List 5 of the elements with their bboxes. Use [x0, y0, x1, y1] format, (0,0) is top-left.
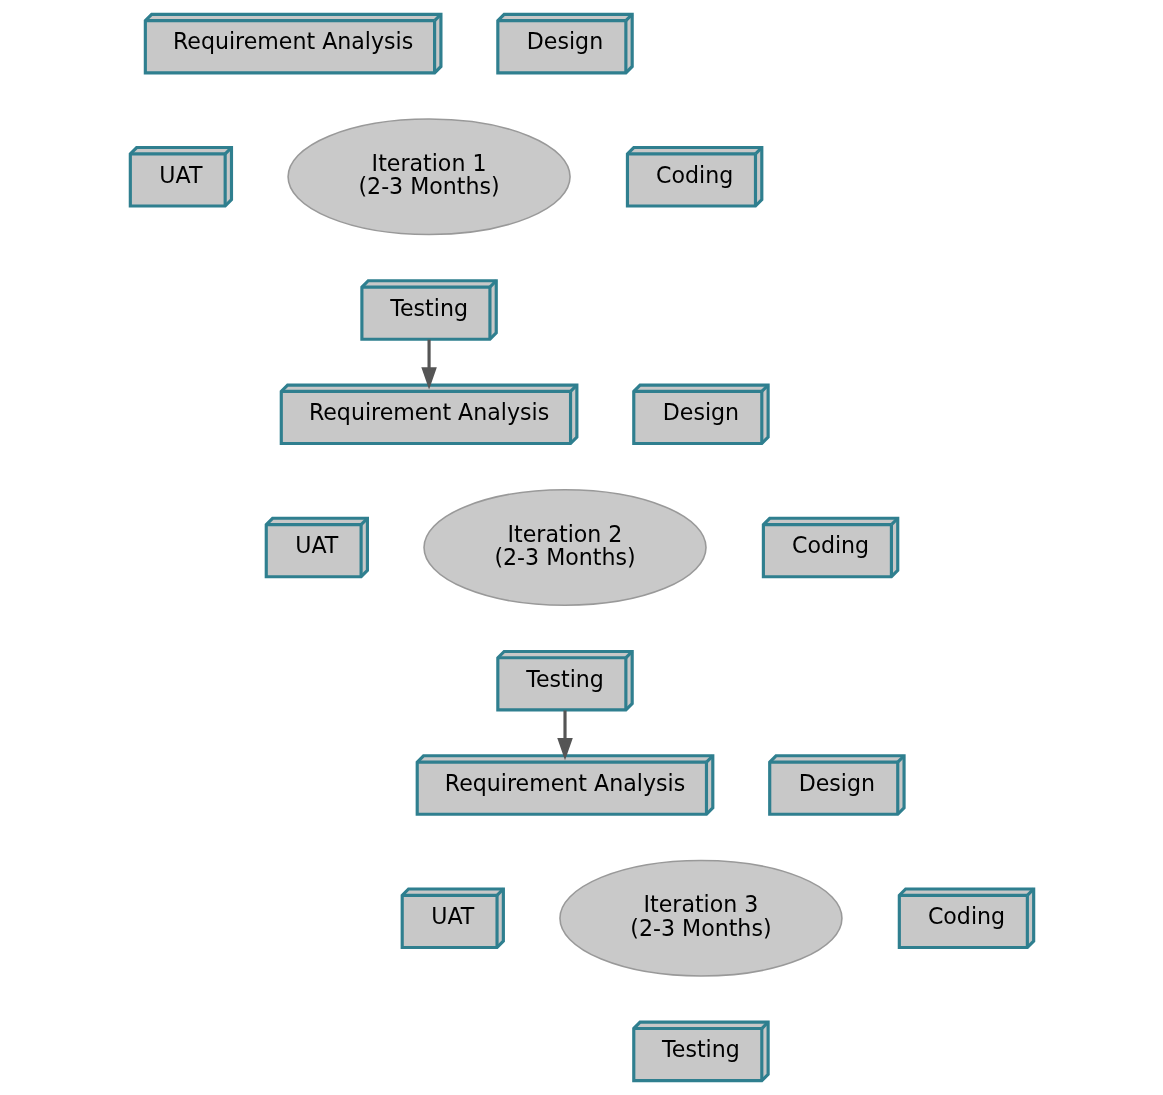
node-ellipse: Iteration 1 (2-3 Months)	[286, 118, 571, 236]
arrow	[556, 710, 573, 761]
node-ellipse: Iteration 3 (2-3 Months)	[558, 859, 843, 977]
node-ellipse: Iteration 2 (2-3 Months)	[422, 488, 707, 607]
arrow	[420, 339, 437, 390]
